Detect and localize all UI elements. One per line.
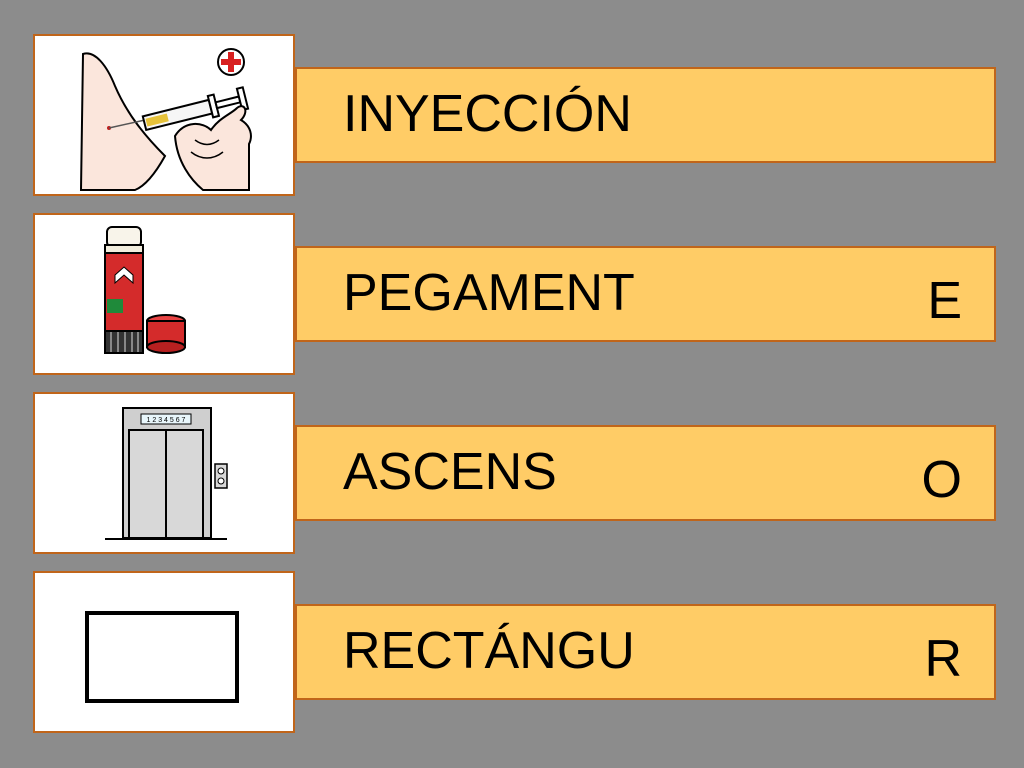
- word-text: INYECCIÓN: [343, 85, 632, 143]
- rectangle-icon: [85, 611, 239, 703]
- word-row-2: PEGAMENT E: [0, 213, 1024, 378]
- picto-card-2: [33, 213, 295, 375]
- word-band-2: PEGAMENT E: [295, 246, 996, 342]
- glue-stick-icon: [104, 226, 186, 354]
- missing-letter: R: [924, 630, 962, 688]
- word-text: PEGAMENT: [343, 264, 635, 322]
- word-band-3: ASCENS O: [295, 425, 996, 521]
- word-row-1: INYECCIÓN: [0, 34, 1024, 199]
- picto-card-1: [33, 34, 295, 196]
- picto-card-3: 1 2 3 4 5 6 7: [33, 392, 295, 554]
- word-band-1: INYECCIÓN: [295, 67, 996, 163]
- picto-card-4: [33, 571, 295, 733]
- word-row-3: 1 2 3 4 5 6 7 ASCENS O: [0, 392, 1024, 557]
- missing-letter: E: [927, 272, 962, 330]
- elevator-icon: 1 2 3 4 5 6 7: [105, 407, 228, 540]
- floor-display: 1 2 3 4 5 6 7: [147, 417, 186, 424]
- word-text: RECTÁNGU: [343, 622, 635, 680]
- word-row-4: RECTÁNGU R: [0, 571, 1024, 736]
- missing-letter: O: [921, 451, 962, 509]
- word-text: ASCENS: [343, 443, 557, 501]
- word-band-4: RECTÁNGU R: [295, 604, 996, 700]
- syringe-injection-icon: [79, 48, 252, 191]
